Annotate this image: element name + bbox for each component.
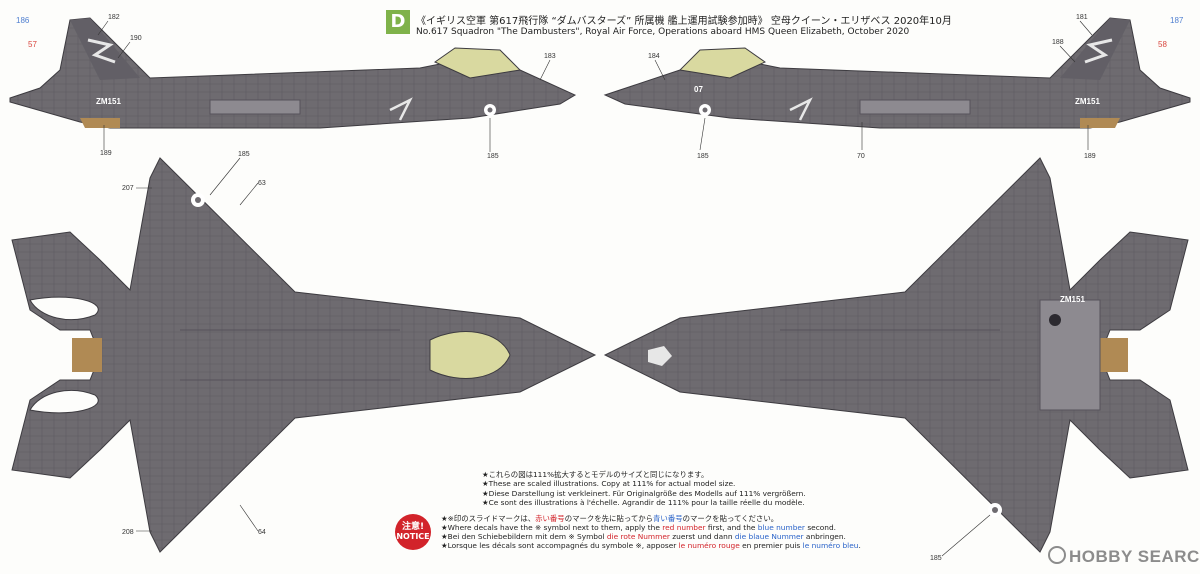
callout-top-207: 207 xyxy=(122,185,134,192)
scheme-letter-badge: D xyxy=(386,10,410,34)
caution-badge: 注意! NOTICE xyxy=(395,514,431,550)
callout-top-208: 208 xyxy=(122,529,134,536)
callout-top-185: 185 xyxy=(238,151,250,158)
callout-left-185: 185 xyxy=(487,153,499,160)
nose-number-right: 07 xyxy=(694,85,703,94)
callouts-right-side: 184 181 187 188 58 185 70 189 xyxy=(648,14,1184,160)
caution-line-fr: ★Lorsque les décals sont accompagnés du … xyxy=(441,541,861,550)
callout-left-186: 186 xyxy=(16,16,30,25)
canopy-right xyxy=(678,47,767,79)
bottom-code: ZM151 xyxy=(1060,295,1085,304)
callouts-bottom-view: 185 xyxy=(930,514,991,562)
watermark-text: HOBBY SEARCH xyxy=(1069,547,1200,566)
callouts-left-side: 186 57 182 190 183 189 185 xyxy=(16,14,556,160)
callouts-top-view: 185 207 63 208 64 xyxy=(122,151,266,536)
callout-right-189: 189 xyxy=(1084,153,1096,160)
callout-left-183: 183 xyxy=(544,53,556,60)
callout-left-189: 189 xyxy=(100,150,112,157)
title-english: No.617 Squadron "The Dambusters", Royal … xyxy=(416,27,910,37)
caution-badge-en: NOTICE xyxy=(396,532,430,541)
caution-text: ★※印のスライドマークは、赤い番号のマークを先に貼ってから青い番号のマークを貼っ… xyxy=(441,514,861,550)
callout-left-190: 190 xyxy=(130,35,142,42)
watermark: HOBBY SEARCH xyxy=(1048,546,1200,567)
scheme-header: D 《イギリス空軍 第617飛行隊 “ダムバスターズ” 所属機 艦上運用試験参加… xyxy=(386,10,952,50)
caution-line-en: ★Where decals have the ※ symbol next to … xyxy=(441,523,837,532)
caution-badge-jp: 注意! xyxy=(401,522,425,532)
callout-right-58: 58 xyxy=(1158,40,1167,49)
title-japanese: 《イギリス空軍 第617飛行隊 “ダムバスターズ” 所属機 艦上運用試験参加時》… xyxy=(416,16,952,27)
callout-right-185: 185 xyxy=(697,153,709,160)
side-view-right: ZM151 07 xyxy=(603,17,1191,129)
exhaust-right xyxy=(1080,118,1120,128)
caution-notice: 注意! NOTICE ★※印のスライドマークは、赤い番号のマークを先に貼ってから… xyxy=(395,514,861,550)
exhaust-left xyxy=(80,118,120,128)
bottom-view: ZM151 xyxy=(603,157,1189,553)
callout-bottom-185: 185 xyxy=(930,555,942,562)
lightning-tail-marking-right xyxy=(1084,38,1113,64)
callout-left-182: 182 xyxy=(108,14,120,21)
tail-code-left: ZM151 xyxy=(96,97,121,106)
callout-left-57: 57 xyxy=(28,40,37,49)
callout-right-184: 184 xyxy=(648,53,660,60)
callout-top-64: 64 xyxy=(258,529,266,536)
lightning-tail-marking xyxy=(87,38,116,64)
top-view xyxy=(11,157,597,553)
canopy-left xyxy=(433,47,522,79)
caution-line-de: ★Bei den Schiebebildern mit dem ※ Symbol… xyxy=(441,532,846,541)
scale-note-de: ★Diese Darstellung ist verkleinert. Für … xyxy=(482,488,806,498)
watermark-logo-icon xyxy=(1048,546,1066,564)
exhaust-bottom xyxy=(1098,338,1128,372)
side-view-left: ZM151 xyxy=(9,17,577,129)
exhaust-top xyxy=(72,338,102,372)
callout-right-70: 70 xyxy=(857,153,865,160)
callout-right-187: 187 xyxy=(1170,16,1184,25)
canopy-top xyxy=(429,331,511,379)
scale-note-jp: ★これらの図は111%拡大するとモデルのサイズと同じになります。 xyxy=(482,470,709,479)
nose-gear-bottom xyxy=(648,346,672,366)
callout-right-181: 181 xyxy=(1076,14,1088,21)
scale-notes: ★これらの図は111%拡大するとモデルのサイズと同じになります。 ★These … xyxy=(482,470,806,508)
scale-note-fr: ★Ce sont des illustrations à l'échelle. … xyxy=(482,498,805,508)
scale-note-en: ★These are scaled illustrations. Copy at… xyxy=(482,479,736,489)
caution-line-jp: ★※印のスライドマークは、赤い番号のマークを先に貼ってから青い番号のマークを貼っ… xyxy=(441,514,779,523)
callout-top-63: 63 xyxy=(258,180,266,187)
callout-right-188: 188 xyxy=(1052,39,1064,46)
tail-code-right: ZM151 xyxy=(1075,97,1100,106)
